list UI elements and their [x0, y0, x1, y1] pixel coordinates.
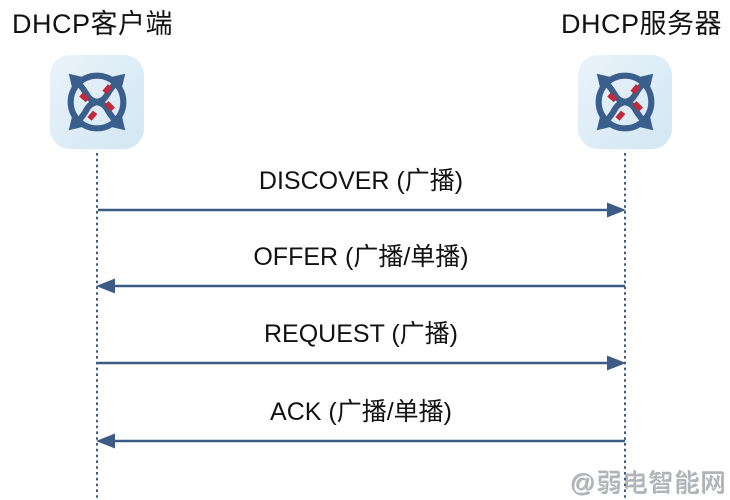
arrow-offer [96, 278, 625, 294]
message-label-discover: DISCOVER (广播) [258, 167, 464, 195]
message-label-offer: OFFER (广播/单播) [253, 243, 469, 271]
router-icon-client [50, 55, 144, 149]
message-label-request: REQUEST (广播) [264, 320, 458, 348]
arrow-discover [98, 202, 626, 218]
watermark: @弱电智能网 [570, 470, 727, 498]
router-icon [67, 72, 127, 132]
actor-label-client: DHCP客户端 [12, 9, 174, 39]
router-icon-server [578, 55, 672, 149]
message-label-ack: ACK (广播/单播) [270, 398, 452, 426]
arrow-ack [96, 433, 625, 449]
actor-label-server: DHCP服务器 [560, 9, 722, 39]
arrow-request [98, 355, 626, 371]
router-icon [595, 72, 655, 132]
